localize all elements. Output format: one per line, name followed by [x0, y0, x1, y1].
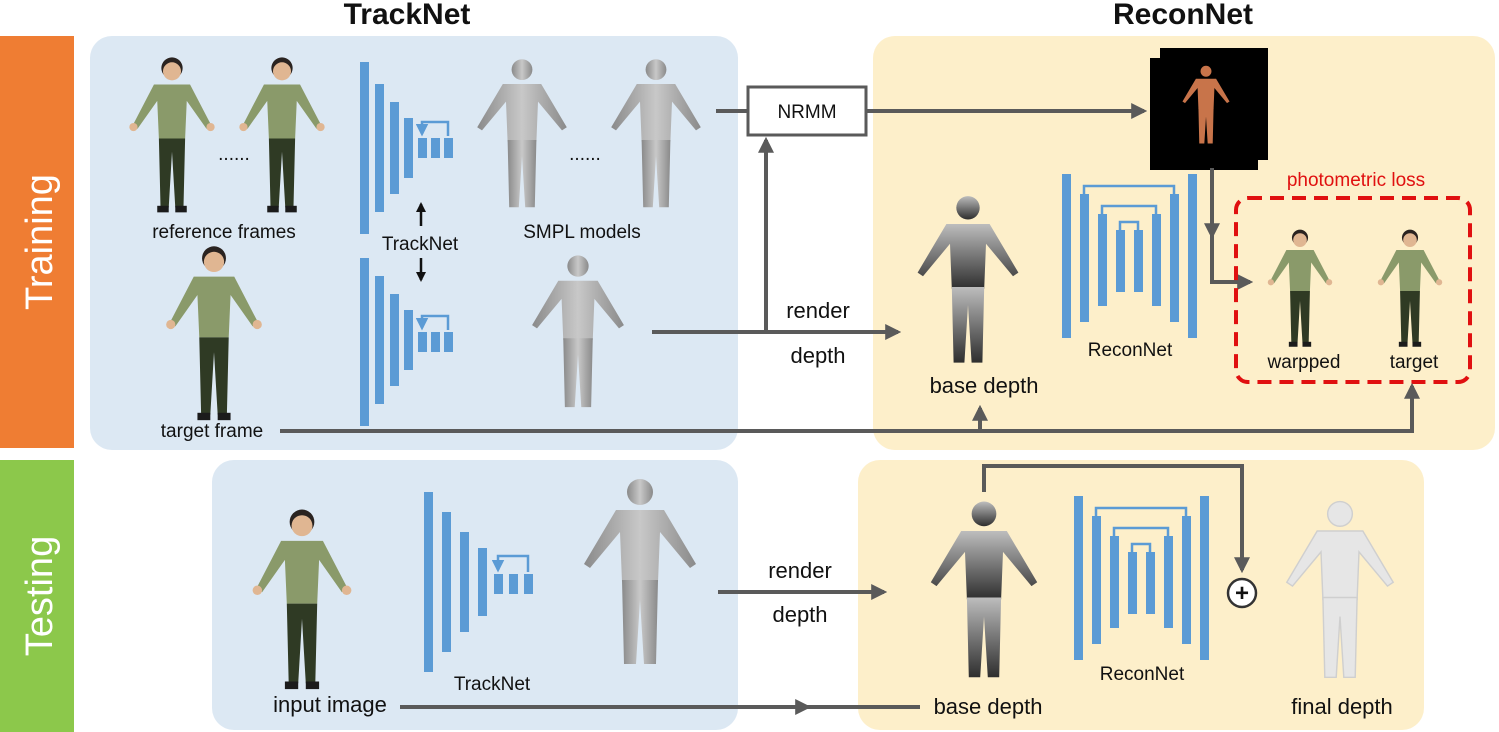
- smpl-models-label: SMPL models: [523, 222, 641, 243]
- tracknet-recurrent-arrow: [491, 554, 530, 573]
- training-reconnet-panel: [873, 36, 1495, 450]
- testing-sidebar: [0, 460, 74, 732]
- reconnet-skip-connections-testing: [1094, 506, 1188, 552]
- tracknet-network-testing: [424, 492, 533, 672]
- smpl-dots: ......: [569, 144, 601, 165]
- tracknet-recurrent-arrow: [415, 314, 450, 331]
- warpped-label: warpped: [1267, 352, 1341, 373]
- reconnet-to-loss-arrow: [1210, 236, 1254, 290]
- tracknet-header: TrackNet: [344, 0, 471, 31]
- testing-label: Testing: [19, 536, 61, 656]
- final-depth-label: final depth: [1291, 694, 1393, 719]
- tracknet-testing-label: TrackNet: [454, 674, 531, 695]
- warp-image-front: [1160, 48, 1268, 160]
- tracknet-network-top: [360, 62, 453, 234]
- reconnet-skip-connections-training: [1082, 184, 1176, 230]
- reference-dots: ......: [218, 144, 250, 165]
- training-sidebar: [0, 36, 74, 448]
- addition-symbol: +: [1235, 580, 1249, 607]
- render-label-testing: render: [768, 558, 832, 583]
- target-label: target: [1390, 352, 1439, 373]
- tracknet-network-bottom: [360, 258, 453, 426]
- photometric-loss-box: [1234, 196, 1472, 384]
- base-depth-label-testing: base depth: [934, 694, 1043, 719]
- base-depth-skip-arrow: [982, 464, 1250, 574]
- reconnet-training-label: ReconNet: [1088, 340, 1173, 361]
- depth-label-testing: depth: [772, 602, 827, 627]
- target-frame-label: target frame: [161, 421, 263, 442]
- depth-label-training: depth: [790, 343, 845, 368]
- base-depth-label-training: base depth: [930, 373, 1039, 398]
- nrmm-label: NRMM: [777, 102, 836, 123]
- photometric-loss-label: photometric loss: [1287, 170, 1425, 191]
- reconnet-testing-label: ReconNet: [1100, 664, 1185, 685]
- tracknet-recurrent-arrow: [415, 120, 450, 137]
- input-image-label: input image: [273, 692, 387, 717]
- reconnet-network-testing: [1074, 496, 1209, 660]
- reconnet-network-training: [1062, 174, 1197, 338]
- reconnet-header: ReconNet: [1113, 0, 1253, 31]
- tracknet-training-label: TrackNet: [382, 234, 459, 255]
- training-label: Training: [19, 174, 61, 310]
- addition-icon: [1226, 577, 1258, 609]
- nrmm-box: [746, 85, 868, 137]
- reference-frames-label: reference frames: [152, 222, 296, 243]
- render-label-training: render: [786, 298, 850, 323]
